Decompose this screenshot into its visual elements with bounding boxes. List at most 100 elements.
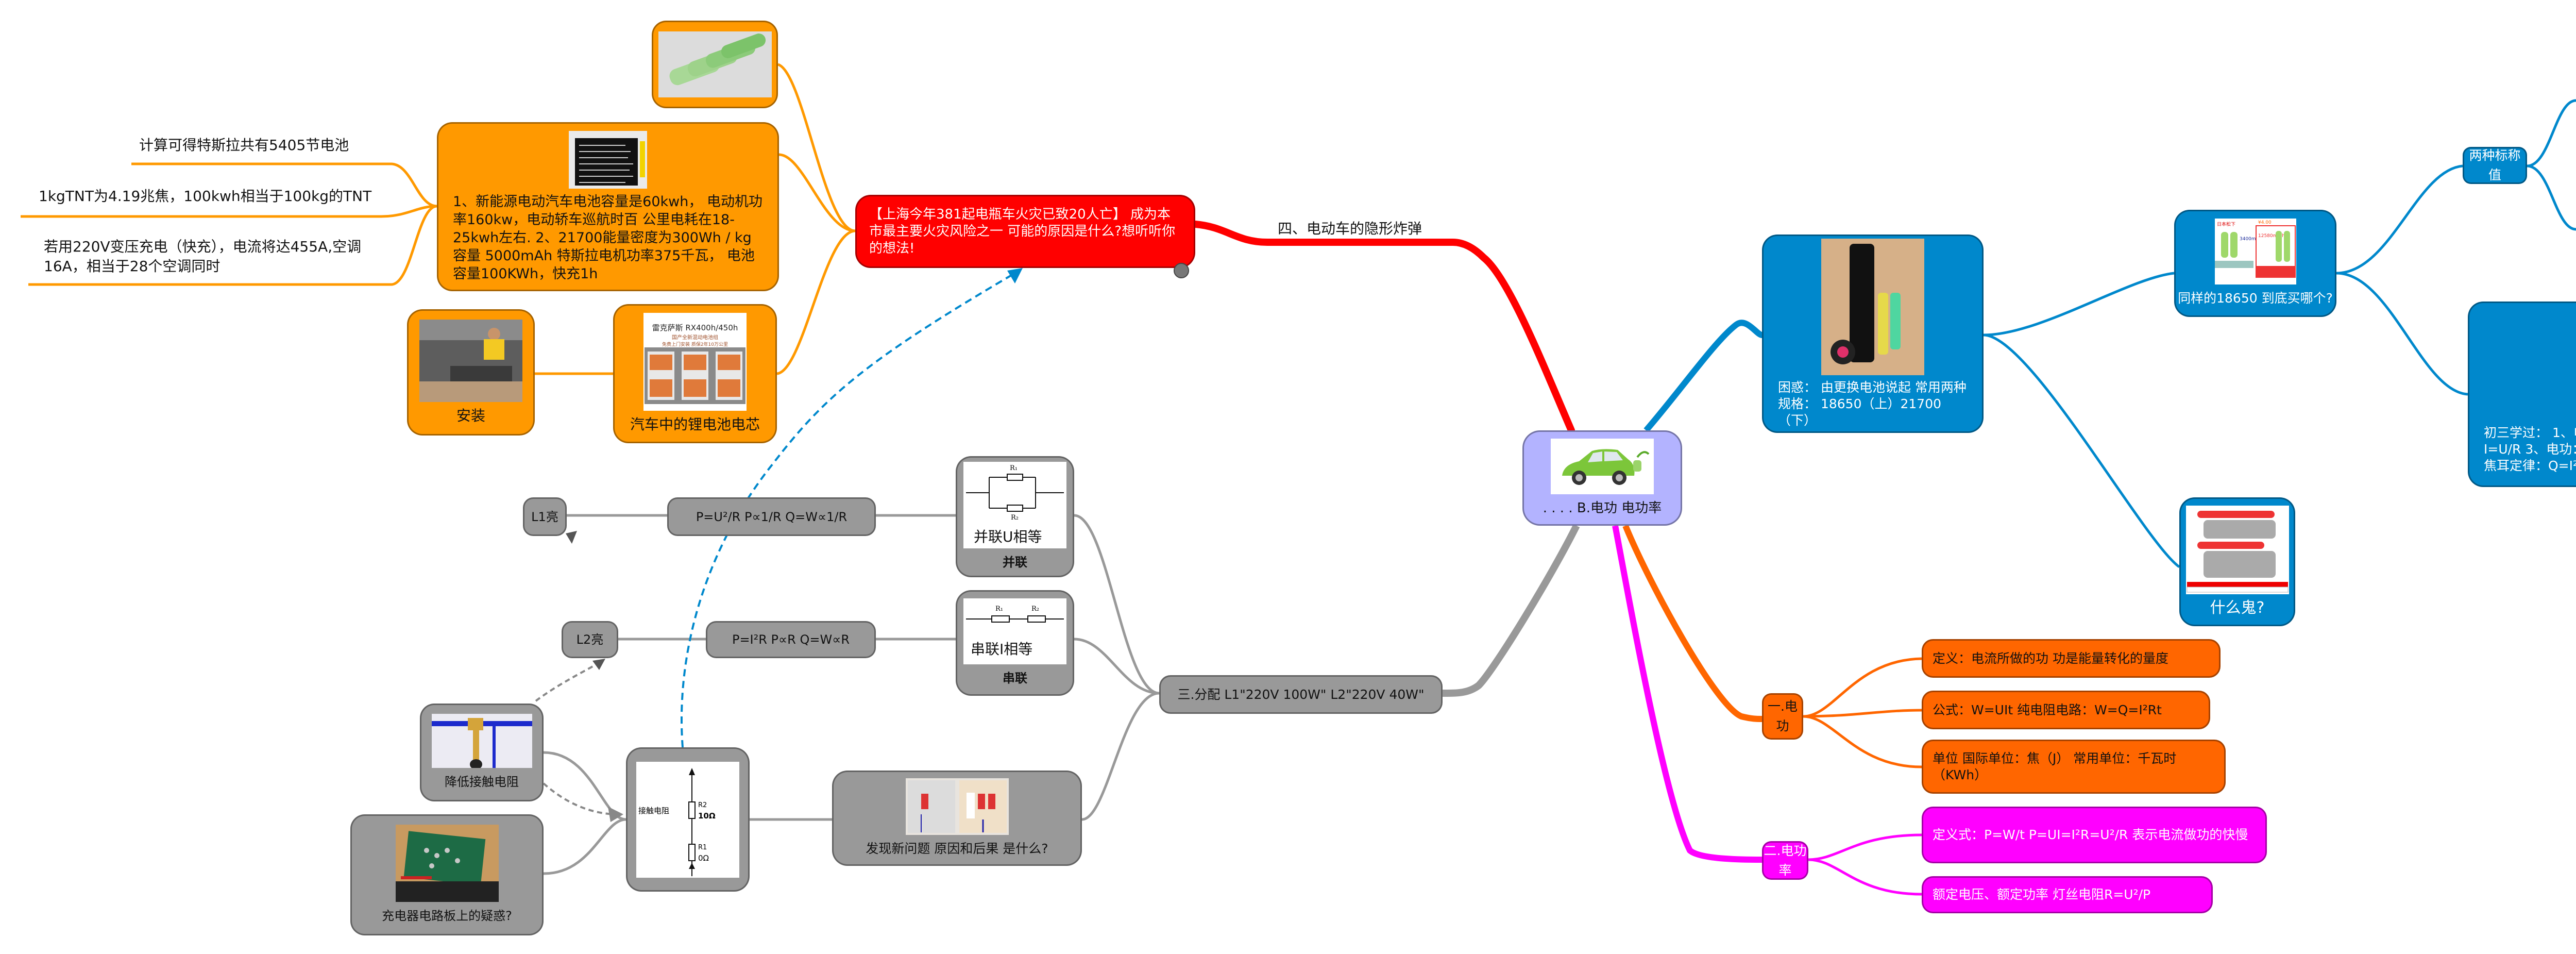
series-node[interactable]: R₁ R₂ 串联I相等 串联 <box>956 590 1074 696</box>
chat-screenshot-icon <box>2185 506 2289 594</box>
battery-pack-icon <box>645 347 745 404</box>
question-text: 【上海今年381起电瓶车火灾已致20人亡】 成为本市最主要火灾风险之一 可能的原… <box>869 206 1176 256</box>
install-photo <box>419 319 522 402</box>
which-to-buy-label: 同样的18650 到底买哪个? <box>2178 291 2333 306</box>
branch-line-two <box>1612 525 1762 863</box>
rated-values-text: 额定电压、额定功率 灯丝电阻R=U²/P <box>1933 887 2151 902</box>
power-definition-node[interactable]: 定义式：P=W/t P=UI=I²R=U²/R 表示电流做功的快慢 <box>1922 807 2267 863</box>
branch-four-label[interactable]: 四、电动车的隐形炸弹 <box>1278 220 1422 237</box>
shop-listing-icon: 日本松下 3400mAh 12580mWh ¥4.00 <box>2214 219 2296 284</box>
l1-bright-label: L1亮 <box>531 509 558 524</box>
electric-work-node[interactable]: 一.电功 <box>1762 693 1803 740</box>
lexus-battery-image: 雷克萨斯 RX400h/450h 国产全新混动电池组 免费上门安装 质保2年10… <box>643 313 747 411</box>
charger-pcb-label: 充电器电路板上的疑惑? <box>382 908 512 923</box>
new-problem-node[interactable]: 发现新问题 原因和后果 是什么? <box>832 771 1082 866</box>
parallel-formula-node[interactable]: P=U²/R P∝1/R Q=W∝1/R <box>667 497 876 536</box>
work-formula-node[interactable]: 公式：W=UIt 纯电阻电路：W=Q=I²Rt <box>1922 691 2210 729</box>
l2-bright-label: L2亮 <box>576 632 604 647</box>
install-node[interactable]: 安装 <box>407 309 535 436</box>
work-formula-text: 公式：W=UIt 纯电阻电路：W=Q=I²Rt <box>1933 702 2162 717</box>
charger-pcb-image <box>395 824 499 902</box>
r2-value: 10Ω <box>698 811 716 821</box>
parallel-circuit-diagram: R₁ R₂ 并联U相等 <box>963 461 1066 548</box>
work-definition-node[interactable]: 定义：电流所做的功 功是能量转化的量度 <box>1922 639 2221 678</box>
formulas-node[interactable]: W P t U I R 初三学过： 1、电流强度I=Q/t 2、欧姆定律：I=U… <box>2468 302 2576 487</box>
description-node[interactable]: 1、新能源电动汽车电池容量是60kwh， 电动机功率160kw，电动轿车巡航时百… <box>437 122 779 291</box>
parallel-formula-text: P=U²/R P∝1/R Q=W∝1/R <box>696 509 848 524</box>
lexus-title: 雷克萨斯 RX400h/450h <box>652 323 738 332</box>
central-topic[interactable]: . . . . B.电功 电功率 <box>1522 430 1682 526</box>
distribution-label: 三.分配 L1"220V 100W" L2"220V 40W" <box>1177 687 1425 702</box>
parallel-label: 并联 <box>1003 555 1027 570</box>
svg-text:3400mAh: 3400mAh <box>2240 237 2262 242</box>
what-ghost-label: 什么鬼? <box>2210 599 2265 617</box>
branch-line-three <box>1442 524 1580 697</box>
l1-bright-node[interactable]: L1亮 <box>523 497 567 536</box>
electric-car-icon <box>1551 438 1654 494</box>
wire-terminal-image <box>431 713 532 768</box>
confusion-node[interactable]: 困惑： 由更换电池说起 常用两种规格： 18650（上）21700（下） <box>1762 235 1984 433</box>
new-problem-label: 发现新问题 原因和后果 是什么? <box>866 841 1048 856</box>
branch-line-four <box>1192 221 1575 434</box>
work-definition-text: 定义：电流所做的功 功是能量转化的量度 <box>1933 650 2168 666</box>
install-label: 安装 <box>456 407 485 424</box>
central-label: . . . . B.电功 电功率 <box>1543 500 1662 516</box>
parallel-node[interactable]: R₁ R₂ 并联U相等 并联 <box>956 456 1074 577</box>
branch-line-confusion <box>1643 320 1763 432</box>
battery-photo-node[interactable] <box>652 21 778 108</box>
svg-text:日本松下: 日本松下 <box>2217 221 2235 227</box>
charger-pcb-node[interactable]: 充电器电路板上的疑惑? <box>350 814 544 935</box>
fact-2[interactable]: 1kgTNT为4.19兆焦，100kwh相当于100kg的TNT <box>39 188 372 205</box>
flashlight-image <box>1821 239 1924 375</box>
fact-3[interactable]: 若用220V变压充电（快充），电流将达455A,空调16A，相当于28个空调同时 <box>44 238 362 275</box>
electric-work-label: 一.电功 <box>1768 699 1798 733</box>
distribution-node[interactable]: 三.分配 L1"220V 100W" L2"220V 40W" <box>1159 675 1443 714</box>
svg-text:R₁: R₁ <box>1010 464 1018 472</box>
description-text: 1、新能源电动汽车电池容量是60kwh， 电动机功率160kw，电动轿车巡航时百… <box>453 193 762 282</box>
installation-photo-icon <box>419 319 522 402</box>
lithium-cells-node[interactable]: 雷克萨斯 RX400h/450h 国产全新混动电池组 免费上门安装 质保2年10… <box>613 304 777 443</box>
rated-values-node[interactable]: 额定电压、额定功率 灯丝电阻R=U²/P <box>1922 876 2213 913</box>
what-ghost-node[interactable]: 什么鬼? <box>2179 497 2295 626</box>
chat-screenshot-image <box>2185 506 2289 594</box>
svg-text:12580mWh: 12580mWh <box>2258 233 2285 239</box>
parallel-circuit-image: R₁ R₂ 并联U相等 <box>963 461 1066 548</box>
byd-nameplate-image <box>569 130 647 189</box>
electric-power-node[interactable]: 二.电功率 <box>1762 841 1808 880</box>
reduce-contact-label: 降低接触电阻 <box>445 774 519 789</box>
two-ratings-node[interactable]: 两种标称值 <box>2463 147 2527 184</box>
formulas-label: 初三学过： 1、电流强度I=Q/t 2、欧姆定律：I=U/R 3、电功：W=UI… <box>2484 425 2576 473</box>
wire-terminal-icon <box>431 713 532 768</box>
shop-listing-image: 日本松下 3400mAh 12580mWh ¥4.00 <box>2214 219 2296 284</box>
series-img-text: 串联I相等 <box>971 641 1032 658</box>
r1-label: R1 <box>698 844 707 851</box>
series-formula-node[interactable]: P=I²R P∝R Q=W∝R <box>706 621 876 658</box>
fact-1[interactable]: 计算可得特斯拉共有5405节电池 <box>139 137 349 154</box>
branch-line-one <box>1622 524 1762 722</box>
series-formula-text: P=I²R P∝R Q=W∝R <box>732 632 850 647</box>
r2-label: R2 <box>698 801 707 809</box>
price-text: ¥4.00 <box>2258 220 2272 225</box>
breaker-photos-image <box>905 778 1009 835</box>
work-unit-text: 单位 国际单位：焦（J） 常用单位：千瓦时（KWh） <box>1933 750 2177 782</box>
flashlight-batteries-icon <box>1821 239 1924 375</box>
lexus-sub2: 免费上门安装 质保2年10万公里 <box>662 342 728 347</box>
work-unit-node[interactable]: 单位 国际单位：焦（J） 常用单位：千瓦时（KWh） <box>1922 740 2226 794</box>
svg-text:R₁: R₁ <box>995 605 1003 613</box>
battery-cells-icon <box>658 31 772 97</box>
contact-resistance-image: 接触电阻 R2 10Ω R1 0Ω <box>636 761 739 878</box>
two-ratings-label: 两种标称值 <box>2469 148 2521 182</box>
contact-resistance-node[interactable]: 接触电阻 R2 10Ω R1 0Ω <box>626 747 750 892</box>
circuit-breaker-icon <box>905 778 1009 835</box>
parallel-img-text: 并联U相等 <box>974 528 1042 545</box>
contact-resistance-diagram: 接触电阻 R2 10Ω R1 0Ω <box>636 761 739 878</box>
question-node[interactable]: 【上海今年381起电瓶车火灾已致20人亡】 成为本市最主要火灾风险之一 可能的原… <box>855 195 1195 268</box>
which-to-buy-node[interactable]: 日本松下 3400mAh 12580mWh ¥4.00 同样的18650 到底买… <box>2174 210 2336 317</box>
series-label: 串联 <box>1003 671 1027 685</box>
reduce-contact-node[interactable]: 降低接触电阻 <box>420 704 544 801</box>
note-icon[interactable] <box>1174 263 1189 278</box>
l2-bright-node[interactable]: L2亮 <box>562 621 618 658</box>
svg-text:R₂: R₂ <box>1011 514 1019 522</box>
lithium-cells-label: 汽车中的锂电池电芯 <box>630 416 760 433</box>
